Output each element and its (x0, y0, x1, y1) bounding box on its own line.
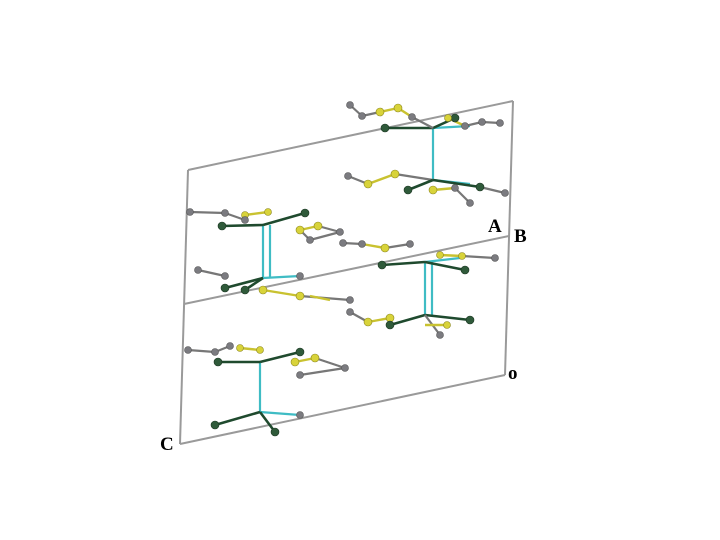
axis-label-b: B (514, 226, 527, 247)
cell-edge-top (187, 100, 514, 171)
axis-label-c: C (160, 434, 174, 455)
unit-cell (179, 100, 514, 445)
cell-edge-middle (183, 235, 510, 305)
molecule-middle-right (339, 239, 499, 339)
axis-label-a: A (488, 216, 502, 237)
molecule-middle-left (186, 208, 354, 304)
molecule-bottom-left (184, 342, 349, 437)
cell-edge-right (504, 100, 514, 376)
cell-edge-bottom (179, 374, 506, 445)
molecule-top-right (344, 101, 509, 207)
origin-label: o (508, 363, 518, 384)
cell-edge-left (179, 169, 189, 445)
